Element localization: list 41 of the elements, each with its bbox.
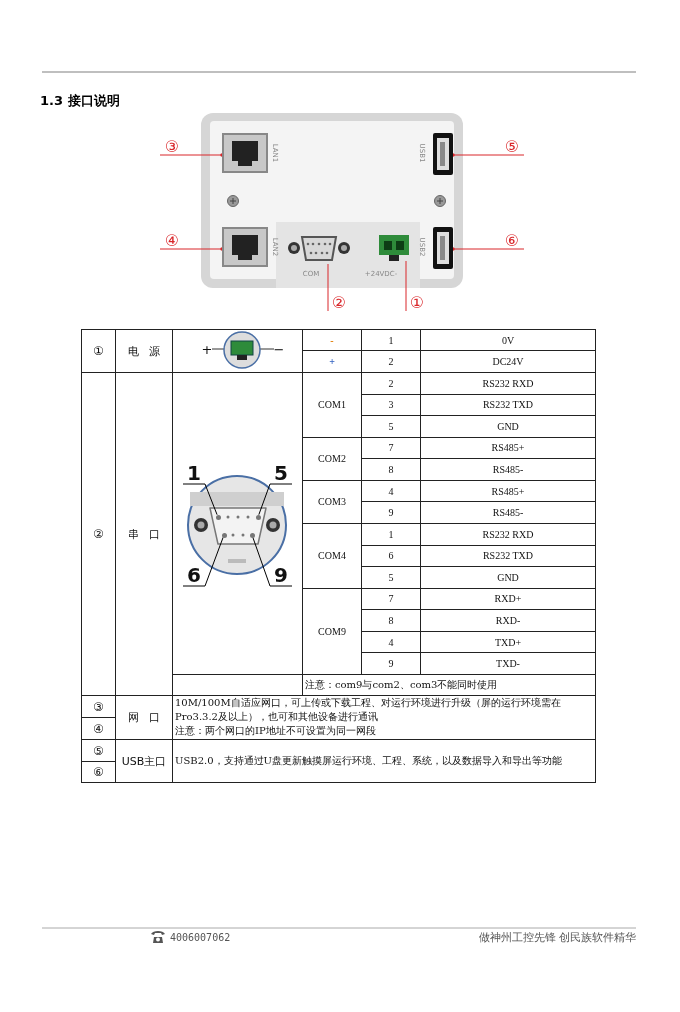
- pin-number: 1: [183, 462, 205, 484]
- callout-number: ⑤: [500, 137, 524, 155]
- pin-number: 9: [270, 564, 292, 586]
- leader-line: [182, 536, 224, 587]
- section-title: 1.3 接口说明: [40, 92, 120, 110]
- power-terminal: [379, 235, 409, 261]
- connector-pin: [255, 514, 261, 520]
- pin-number: 5: [270, 462, 292, 484]
- pin-number: 6: [183, 564, 205, 586]
- description-text: 10M/100M自适应网口，可上传或下载工程、对运行环境进行升级（屏的运行环境需在Pro3.3.2及以上），也可和其他设备进行通讯: [174, 696, 562, 724]
- polarity-sign: +: [202, 342, 212, 356]
- callout-number: ②: [328, 293, 350, 311]
- slogan-text: 做神州工控先锋 创民族软件精华: [477, 930, 636, 944]
- phone-number: 4006007062: [169, 930, 228, 944]
- leader-line: [258, 483, 293, 516]
- note-text: 注意：com9与com2、com3不能同时使用: [302, 674, 596, 696]
- callout-number: ③: [160, 137, 184, 155]
- leader-line: [159, 153, 224, 157]
- table-cell: 0V: [420, 329, 596, 351]
- leader-line: [182, 483, 218, 516]
- ethernet-port: [222, 133, 268, 173]
- usb-port: [433, 133, 453, 175]
- leader-line: [159, 247, 224, 251]
- polarity-sign: −: [274, 342, 284, 356]
- callout-number: ①: [81, 329, 116, 373]
- callout-number: ⑥: [81, 761, 116, 783]
- description-text: 注意：两个网口的IP地址不可设置为同一网段: [174, 724, 377, 738]
- connector-pin: [221, 532, 227, 538]
- connector-pin: [249, 532, 255, 538]
- ethernet-port: [222, 227, 268, 267]
- leader-line: [451, 153, 525, 157]
- leader-line: [405, 260, 407, 312]
- callout-number: ⑥: [500, 231, 524, 249]
- leader-line: [252, 536, 293, 587]
- connector-pin: [215, 514, 221, 520]
- description-text: USB2.0，支持通过U盘更新触摸屏运行环境、工程、系统，以及数据导入和导出等功能: [174, 753, 563, 768]
- leader-line: [327, 263, 329, 312]
- callout-number: ①: [406, 293, 428, 311]
- leader-line: [451, 247, 525, 251]
- usb-port: [433, 227, 453, 269]
- callout-number: ④: [160, 231, 184, 249]
